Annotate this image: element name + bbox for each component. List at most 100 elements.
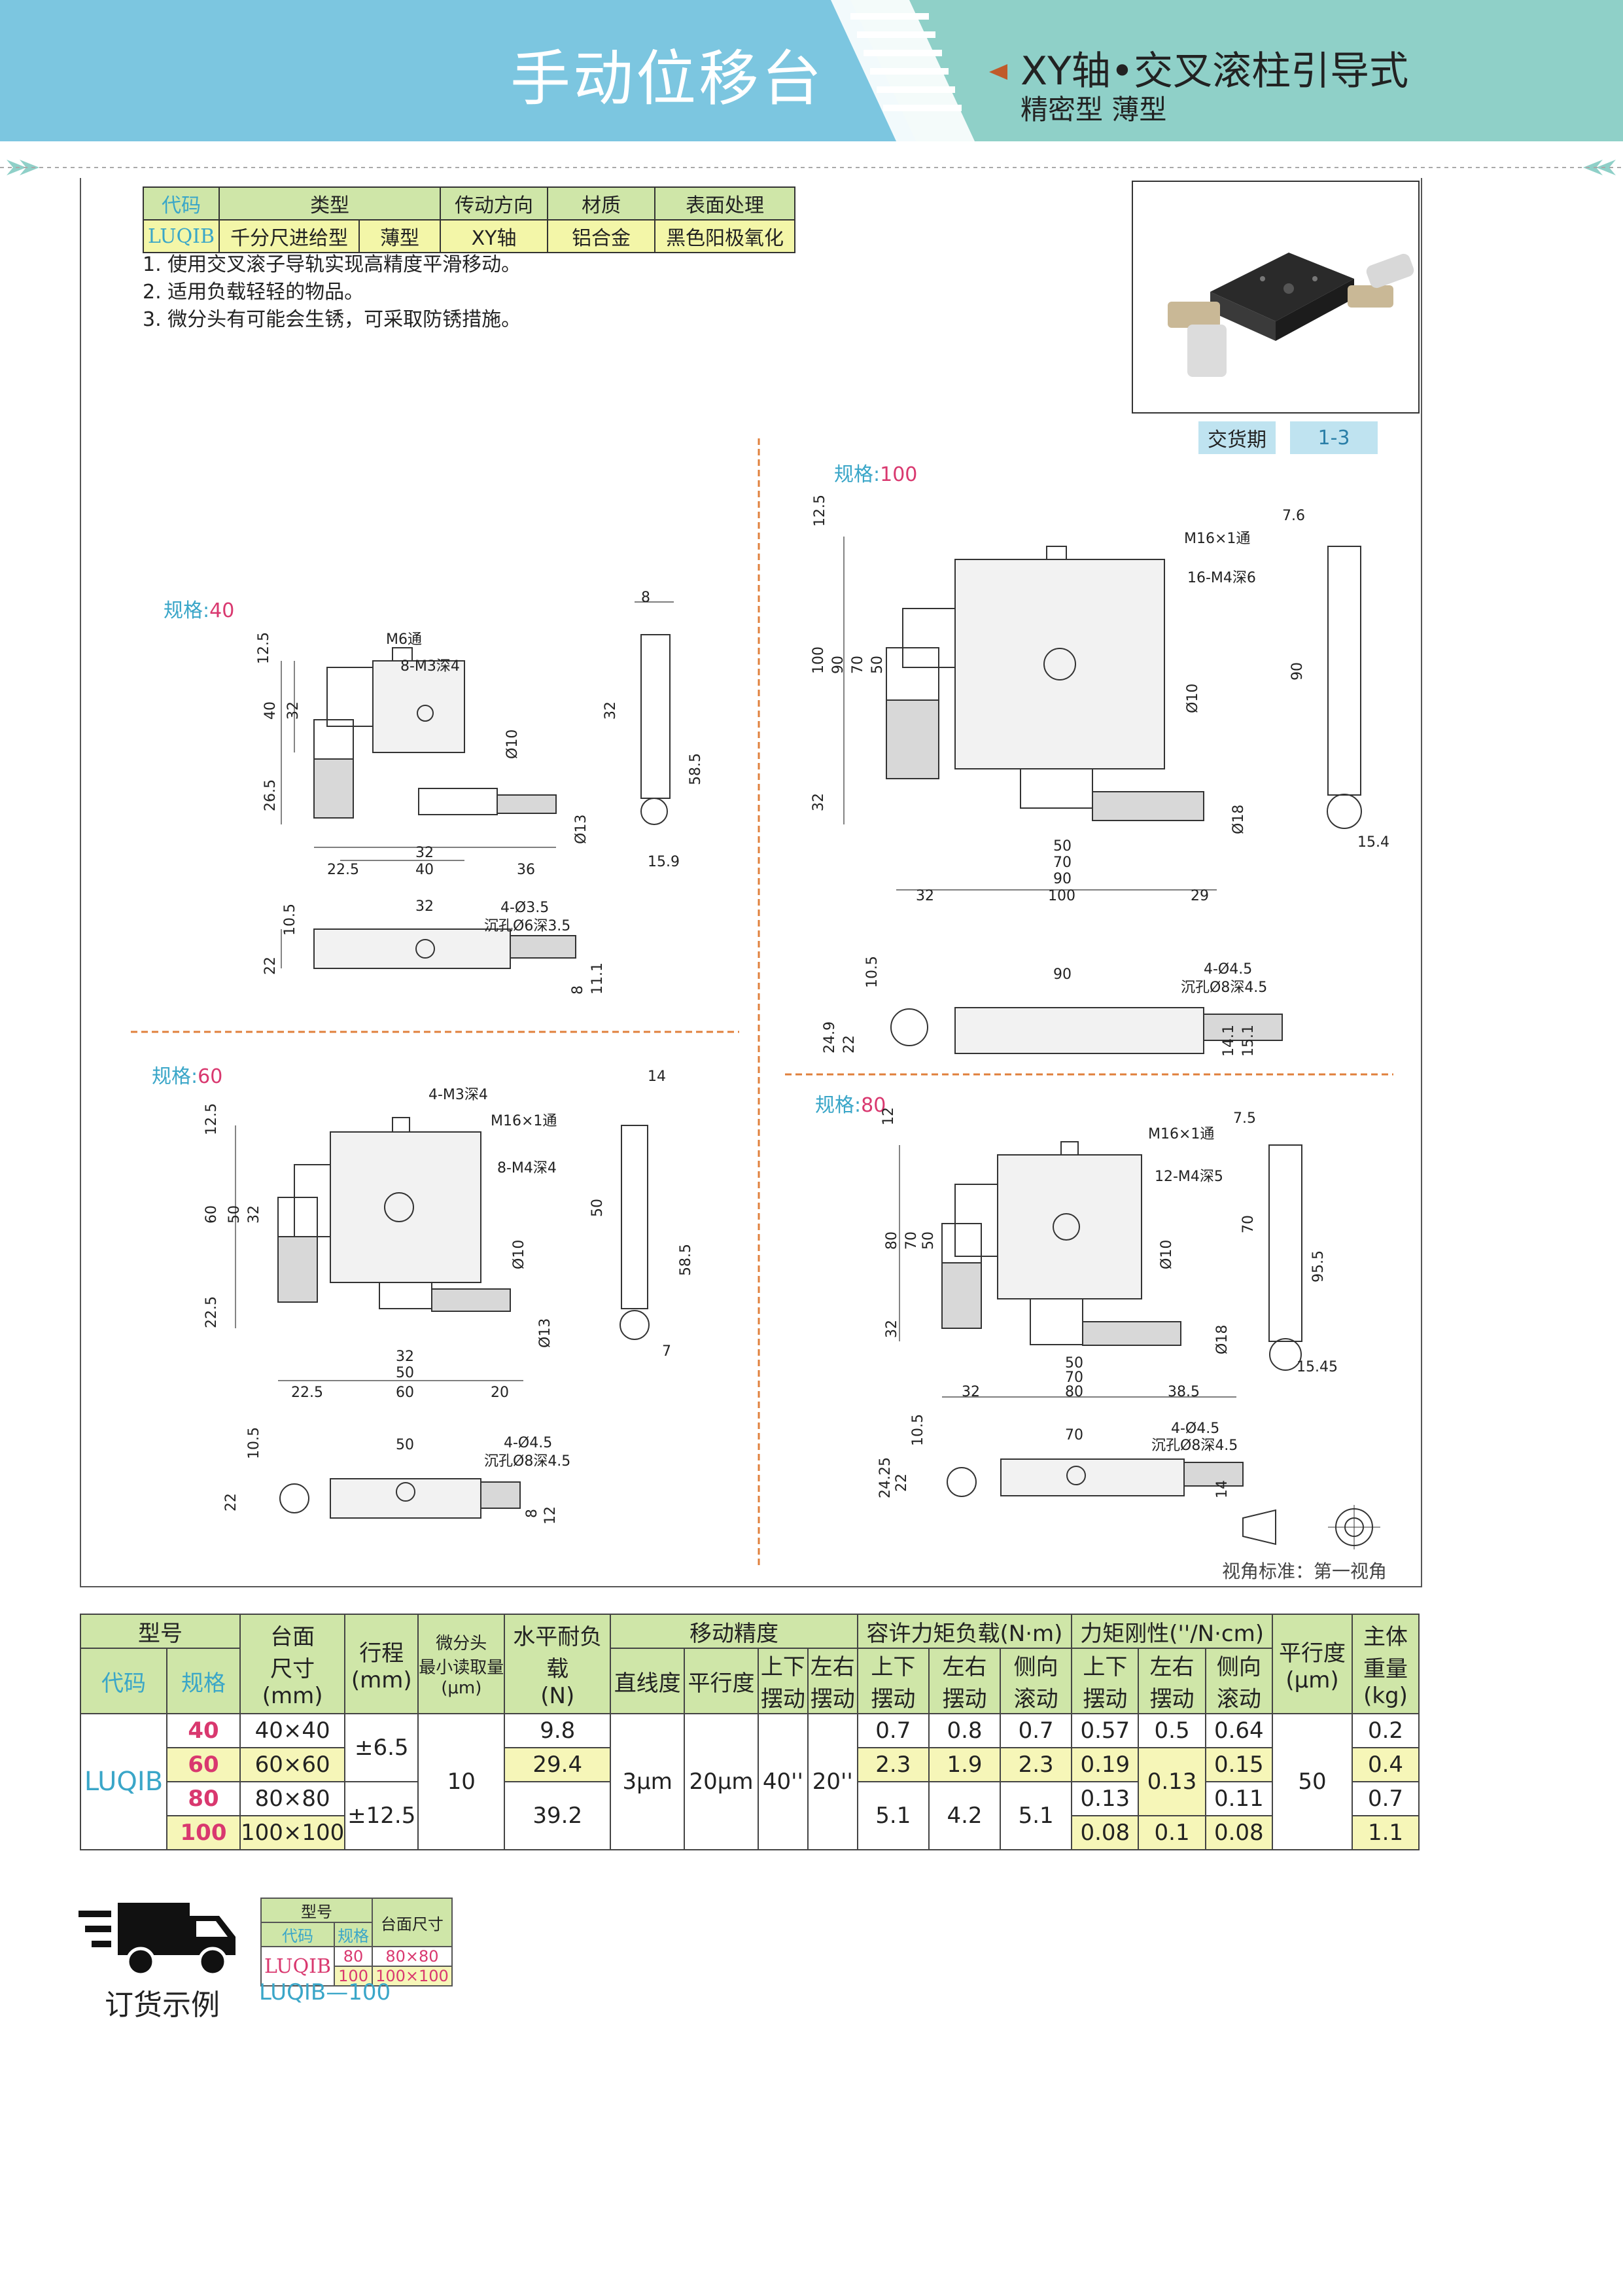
cell-m-pitch: 2.3 [856,1747,930,1782]
th-model: 型号 [80,1614,241,1649]
cell-m-roll: 0.7 [1000,1713,1073,1748]
dim-50: 50 [226,1205,243,1224]
dim-7: 7 [662,1343,671,1360]
dim-10-5: 10.5 [864,956,881,988]
info-code: LUQIB [142,219,220,253]
dim-60: 60 [203,1205,220,1224]
dim-58-5: 58.5 [678,1244,694,1276]
dim-15-1: 15.1 [1240,1025,1257,1057]
dim-22-5: 22.5 [203,1296,220,1328]
th-parallelism: 平行度 (μm) [1272,1614,1353,1714]
cell-load: 39.2 [504,1781,612,1850]
dim-32: 32 [246,1205,262,1224]
th-moment: 容许力矩负载(N·m) [856,1614,1073,1649]
cell-pitch: 40'' [757,1713,809,1850]
drawing-spec-100: M16×1通 16-M4深6 12.5 100 90 70 50 32 Ø10 … [811,495,1389,1057]
order-spec: 80 [334,1946,374,1967]
dim-8: 8 [570,985,586,995]
th-m-pitch: 上下 摆动 [856,1648,930,1714]
th-code: 代码 [80,1648,167,1714]
info-surface: 黑色阳极氧化 [654,219,796,253]
cell-size: 80×80 [239,1781,346,1816]
dim-26-5: 26.5 [262,779,279,811]
dim-m16: M16×1通 [1184,531,1250,547]
order-th-model: 型号 [260,1898,374,1923]
cell-m-roll: 2.3 [1000,1747,1073,1782]
order-example-code: LUQIB—100 [259,1979,391,2005]
dim-32: 32 [285,701,302,720]
cell-size: 60×60 [239,1747,346,1782]
th-r-yaw: 左右 摆动 [1138,1648,1206,1714]
dim-b32: 32 [396,1349,414,1365]
cell-m-roll: 5.1 [1000,1781,1073,1850]
dim-holes-2: 8-M4深4 [497,1160,557,1176]
dim-12-5: 12.5 [203,1103,220,1135]
spec-label-80: 规格:80 [815,1094,886,1117]
dim-b50: 50 [396,1365,414,1381]
dim-counterbore: 沉孔Ø6深3.5 [484,918,570,934]
th-yaw: 左右 摆动 [807,1648,858,1714]
dim-d13: Ø13 [573,815,589,844]
notes-list: 1. 使用交叉滚子导轨实现高精度平滑移动。 2. 适用负载轻轻的物品。 3. 微… [143,251,521,334]
dim-b32: 32 [415,845,434,861]
dim-12: 12 [542,1506,559,1525]
drawing-spec-60: 4-M3深4 M16×1通 8-M4深4 12.5 60 50 32 22.5 … [203,1069,694,1525]
order-code: LUQIB [260,1946,336,1987]
cell-micro: 10 [417,1713,506,1850]
page-subtitle: XY轴•交叉滚柱引导式 [1021,48,1409,94]
dim-m16: M16×1通 [491,1113,557,1129]
th-pitch: 上下 摆动 [757,1648,809,1714]
dim-8: 8 [524,1509,540,1518]
order-table: 型号 台面尺寸 代码 规格 LUQIB 80 80×80 100 100×100 [260,1898,453,1987]
dim-b90: 90 [1053,871,1072,887]
cell-spec: 100 [166,1815,241,1850]
dim-holes: 16-M4深6 [1187,570,1256,586]
dim-b29: 29 [1191,888,1209,904]
cell-spec: 40 [166,1713,241,1748]
cell-code: LUQIB [80,1713,167,1850]
dim-b32: 32 [962,1384,980,1400]
th-straightness: 直线度 [610,1648,686,1714]
dim-58-5: 58.5 [688,753,704,785]
page-header: 手动位移台 XY轴•交叉滚柱引导式 精密型 薄型 [0,0,1623,141]
cell-parallel: 20μm [684,1713,759,1850]
dim-7-5: 7.5 [1233,1110,1256,1127]
dim-24-9: 24.9 [822,1021,838,1053]
dim-holes: 12-M4深5 [1155,1169,1223,1185]
dim-b70: 70 [1053,855,1072,871]
dim-32: 32 [811,793,827,811]
dim-b36: 36 [517,862,535,878]
dim-70: 70 [903,1231,920,1250]
dim-10-5: 10.5 [246,1427,262,1459]
order-spec: 100 [334,1966,374,1987]
dim-b50: 50 [1065,1355,1083,1371]
order-example-label: 订货示例 [105,1988,220,2022]
dim-m6: M6通 [386,631,422,648]
page-title: 手动位移台 [510,44,825,114]
dim-10-5: 10.5 [910,1414,926,1446]
th-m-roll: 侧向 滚动 [1000,1648,1073,1714]
truck-icon [79,1903,236,1977]
info-type: 千分尺进给型 [218,219,360,253]
order-size: 80×80 [372,1946,453,1967]
dim-b70: 70 [1065,1369,1083,1386]
cell-r-yaw: 0.13 [1138,1747,1206,1816]
dim-22: 22 [262,957,279,975]
dim-7-6: 7.6 [1282,508,1305,524]
dim-100: 100 [811,646,827,674]
header-banner [0,0,1623,141]
dim-holes: 8-M3深4 [400,658,460,675]
cell-m-yaw: 1.9 [928,1747,1002,1782]
cell-r-roll: 0.15 [1204,1747,1274,1782]
th-parallel: 平行度 [684,1648,759,1714]
cell-weight: 0.2 [1352,1713,1420,1748]
th-accuracy: 移动精度 [610,1614,858,1649]
dim-counterbore: 沉孔Ø8深4.5 [484,1453,570,1470]
cell-parallelism: 50 [1272,1713,1353,1850]
cell-r-yaw: 0.5 [1138,1713,1206,1748]
delivery-value: 1-3 [1290,421,1378,454]
cell-straightness: 3μm [610,1713,686,1850]
spec-label-40: 规格:40 [164,599,235,622]
dim-mount-holes: 4-Ø4.5 [1204,961,1252,978]
spec-label-100: 规格:100 [834,463,918,486]
